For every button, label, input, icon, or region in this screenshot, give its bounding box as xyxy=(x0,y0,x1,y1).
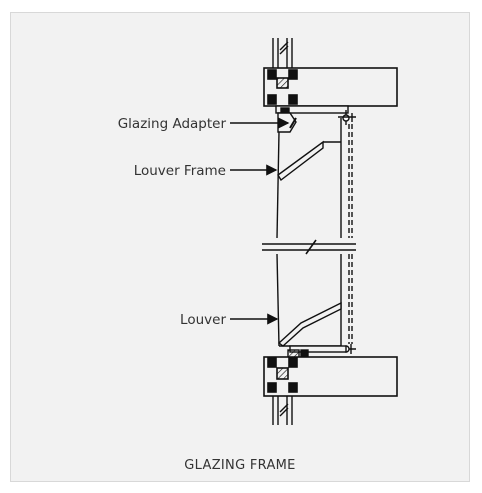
head-member xyxy=(263,67,398,107)
figure-caption: GLAZING FRAME xyxy=(184,458,296,473)
louver-frame-lower xyxy=(276,253,353,347)
top-glass-mullion xyxy=(272,38,293,68)
glazing-adapter-label: Glazing Adapter xyxy=(118,116,227,132)
callout-leaders xyxy=(230,117,290,325)
louver-frame xyxy=(276,118,353,239)
louver-label: Louver xyxy=(180,312,226,328)
sill-member xyxy=(263,356,398,397)
louver-frame-label: Louver Frame xyxy=(134,163,226,179)
break-line xyxy=(262,239,356,255)
bottom-glass-mullion xyxy=(272,396,293,425)
sill-fastener xyxy=(287,344,356,359)
glazing-adapter-part xyxy=(275,105,356,133)
